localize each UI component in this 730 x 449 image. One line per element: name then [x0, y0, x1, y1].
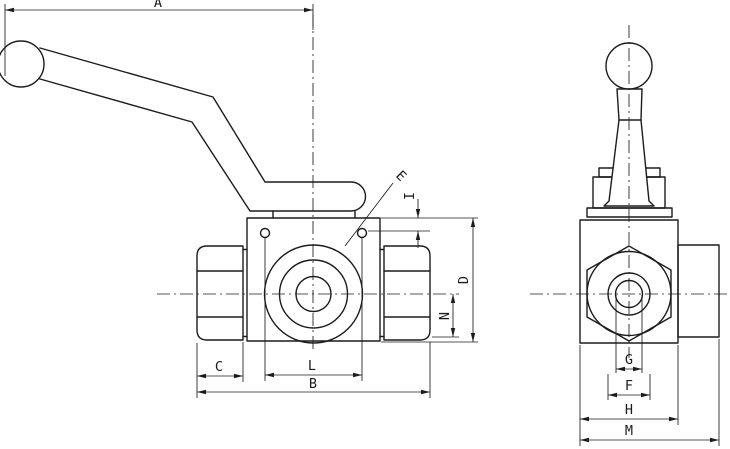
arrow-C-left [197, 373, 206, 379]
object-linework [0, 40, 720, 344]
dim-label-E: E [392, 168, 409, 185]
arrow-F-left [608, 392, 617, 398]
side-view [579, 42, 720, 344]
dim-label-F: F [625, 378, 633, 394]
port-left-collar [242, 248, 248, 338]
arrow-I-up [415, 231, 421, 240]
arrow-F-right [641, 392, 650, 398]
arrow-M-left [580, 437, 589, 443]
dim-ext-F [607, 374, 651, 400]
dim-label-I: I [402, 192, 418, 200]
lever-handle [39, 47, 367, 212]
leader-line-E [344, 182, 394, 247]
port-right [383, 245, 431, 341]
mounting-hole-right [356, 227, 368, 239]
arrow-N-bottom [450, 328, 456, 337]
arrow-L-right [353, 372, 362, 378]
stem-plate-base [586, 207, 673, 218]
dimension-arrowheads [5, 7, 719, 443]
dim-label-M: M [625, 423, 633, 439]
dim-label-B: B [309, 376, 317, 392]
port-side-profile [677, 244, 720, 338]
dimension-linework [4, 4, 720, 446]
port-left [196, 245, 244, 341]
arrow-B-right [421, 389, 430, 395]
arrow-G-right [633, 366, 642, 372]
port-right-hex-flats [383, 270, 431, 318]
dim-ext-G [615, 295, 643, 373]
arrow-H-right [669, 416, 678, 422]
arrow-N-top [450, 294, 456, 303]
dim-label-D: D [456, 276, 472, 284]
arrow-D-top [470, 218, 476, 227]
centerlines [157, 14, 728, 358]
valve-body-front [246, 217, 381, 342]
arrow-M-right [710, 437, 719, 443]
arrow-B-left [197, 389, 206, 395]
dimension-labels: A B C D E F G H I L M N [154, 0, 633, 439]
mounting-hole-left [259, 227, 271, 239]
arrow-L-left [265, 372, 274, 378]
port-right-collar [379, 248, 385, 338]
dim-label-N: N [437, 312, 453, 320]
arrow-C-right [234, 373, 243, 379]
port-left-hex-flats [196, 270, 244, 318]
dim-label-C: C [215, 359, 223, 375]
arrow-D-bottom [470, 333, 476, 342]
lever-flange [272, 210, 356, 219]
front-view [0, 40, 431, 344]
bore-circle-outer [263, 244, 364, 344]
arrow-I-down [415, 209, 421, 218]
dim-label-H: H [625, 402, 633, 418]
dim-label-G: G [625, 352, 633, 368]
arrow-G-left [616, 366, 625, 372]
dim-label-L: L [308, 358, 316, 374]
dim-label-A: A [154, 0, 162, 11]
arrow-A-left [5, 7, 14, 13]
lever-ball-end [0, 40, 45, 88]
arrow-H-left [580, 416, 589, 422]
arrow-A-right [304, 7, 313, 13]
